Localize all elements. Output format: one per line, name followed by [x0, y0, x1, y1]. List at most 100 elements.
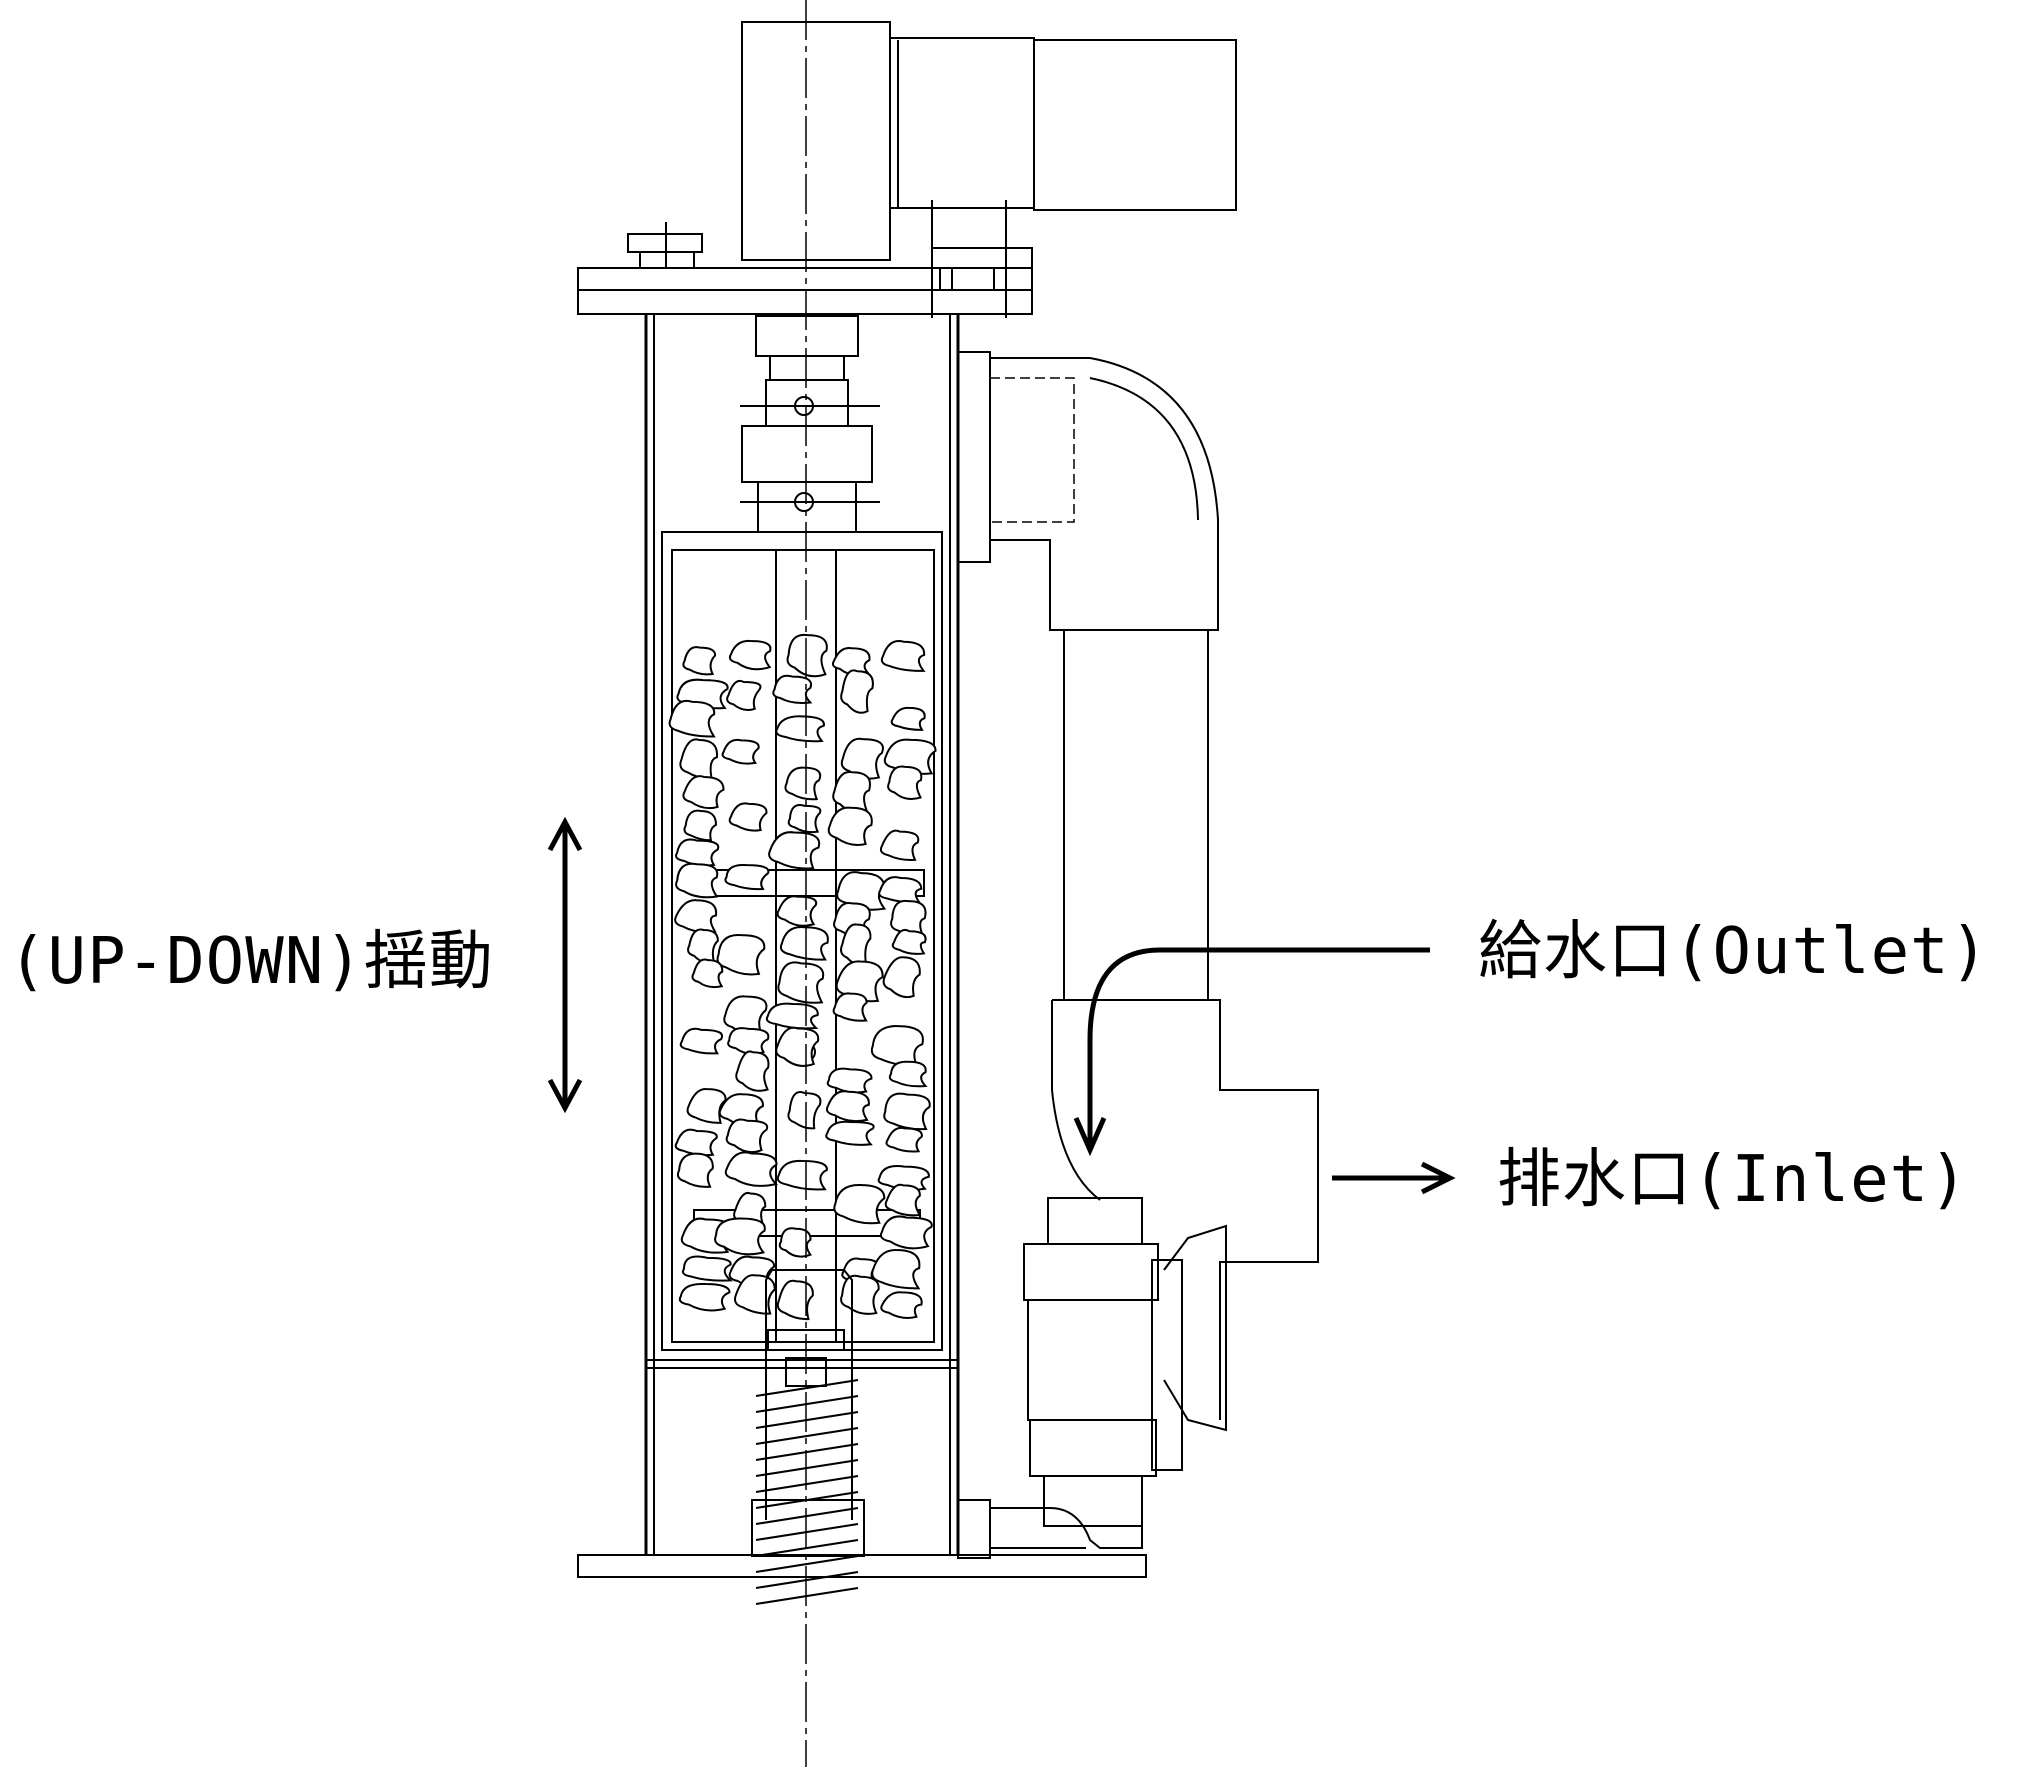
motor-mount — [931, 200, 1033, 318]
inlet-arrow — [1332, 1161, 1456, 1195]
media-chunk — [776, 895, 818, 927]
media-chunk — [880, 1291, 923, 1319]
media-chunk — [728, 639, 772, 671]
media-chunk — [675, 838, 720, 867]
spring-coil — [755, 1475, 859, 1493]
media-chunk — [674, 1128, 718, 1157]
media-chunk — [777, 961, 825, 1004]
media-chunk — [840, 669, 874, 714]
media-chunk — [728, 802, 768, 832]
spring-coil — [755, 1395, 859, 1413]
media-chunk — [827, 806, 873, 846]
media-chunk — [772, 674, 813, 705]
media-chunk — [787, 1091, 822, 1130]
media-chunk — [891, 928, 927, 955]
media-chunk — [765, 1002, 819, 1030]
media-chunk — [725, 1118, 769, 1154]
media-chunk — [787, 804, 822, 834]
media-chunk — [723, 995, 768, 1036]
media-chunk — [686, 1088, 727, 1124]
media-chunk — [716, 934, 766, 976]
media-chunk — [784, 766, 822, 801]
media-chunk — [668, 700, 716, 738]
inlet-label: 排水口(Inlet) — [1497, 1143, 1969, 1217]
media-chunk — [825, 1120, 875, 1146]
media-chunk — [682, 646, 717, 676]
media-chunk — [682, 775, 725, 810]
valve — [1023, 1197, 1227, 1527]
outlet-pipe — [957, 351, 1219, 1000]
base-plate — [577, 1554, 1147, 1578]
spring-coil — [755, 1507, 859, 1525]
return-pipe — [957, 1499, 1143, 1559]
media-chunk — [880, 640, 926, 672]
up-down-arrow — [547, 816, 583, 1114]
media-chunk — [778, 1227, 812, 1258]
media-chunk — [776, 1279, 814, 1321]
media-chunk — [714, 1217, 766, 1256]
media-chunk — [833, 1183, 886, 1225]
media-chunk — [691, 958, 724, 989]
media-chunk — [885, 1126, 923, 1153]
media-chunk — [879, 1215, 933, 1250]
spring-coil — [755, 1587, 859, 1605]
media-chunk — [679, 738, 719, 780]
spring-coil — [755, 1539, 859, 1557]
media-chunk — [840, 923, 872, 967]
spring-coil — [755, 1459, 859, 1477]
media-chunk — [883, 738, 937, 775]
media-chunk — [775, 1026, 820, 1067]
spring-coil — [755, 1571, 859, 1589]
media-chunk — [733, 1274, 776, 1315]
outlet-label: 給水口(Outlet) — [1478, 915, 1990, 989]
media-chunk — [786, 633, 828, 678]
media-chunk — [840, 737, 884, 780]
media-chunk — [890, 706, 926, 731]
spring-assembly — [751, 1269, 865, 1605]
media-chunk — [887, 765, 923, 800]
media-chunk — [878, 876, 923, 904]
shaft-coupling — [740, 315, 880, 533]
media-chunk — [675, 862, 719, 899]
media-chunk — [871, 1248, 921, 1290]
media-chunk — [832, 770, 871, 814]
spring-coil — [755, 1411, 859, 1429]
tee-fitting — [1051, 999, 1319, 1420]
media-chunk — [879, 829, 920, 861]
media-chunk — [831, 647, 871, 676]
media-chunk — [826, 1067, 873, 1094]
media-chunk — [779, 926, 829, 961]
filter-media — [668, 633, 937, 1321]
media-chunk — [888, 1060, 928, 1088]
media-chunk — [676, 1152, 714, 1188]
media-chunk — [681, 1255, 733, 1282]
oscillation-label: (UP-DOWN)揺動 — [8, 925, 494, 999]
media-chunk — [735, 1050, 770, 1092]
media-chunk — [718, 1093, 764, 1127]
motor — [741, 21, 1237, 261]
media-chunk — [674, 899, 718, 934]
media-chunk — [726, 679, 762, 712]
media-chunk — [870, 1025, 924, 1067]
spring-coil — [755, 1379, 859, 1397]
media-chunk — [724, 863, 770, 891]
media-chunk — [825, 1090, 870, 1123]
media-chunk — [721, 738, 760, 765]
media-chunk — [687, 928, 719, 964]
media-chunk — [776, 1159, 828, 1191]
media-chunk — [678, 1282, 731, 1312]
media-chunk — [890, 899, 927, 938]
top-bolt — [627, 222, 703, 269]
media-chunk — [836, 871, 887, 911]
media-chunk — [884, 1183, 922, 1217]
spring-coil — [755, 1427, 859, 1445]
media-chunk — [679, 1027, 723, 1055]
media-chunk — [683, 809, 718, 842]
spring-coil — [755, 1555, 859, 1573]
media-chunk — [832, 992, 868, 1022]
media-chunk — [727, 1027, 770, 1055]
media-chunk — [724, 1151, 779, 1187]
media-chunk — [840, 1274, 880, 1315]
spring-coil — [755, 1523, 859, 1541]
